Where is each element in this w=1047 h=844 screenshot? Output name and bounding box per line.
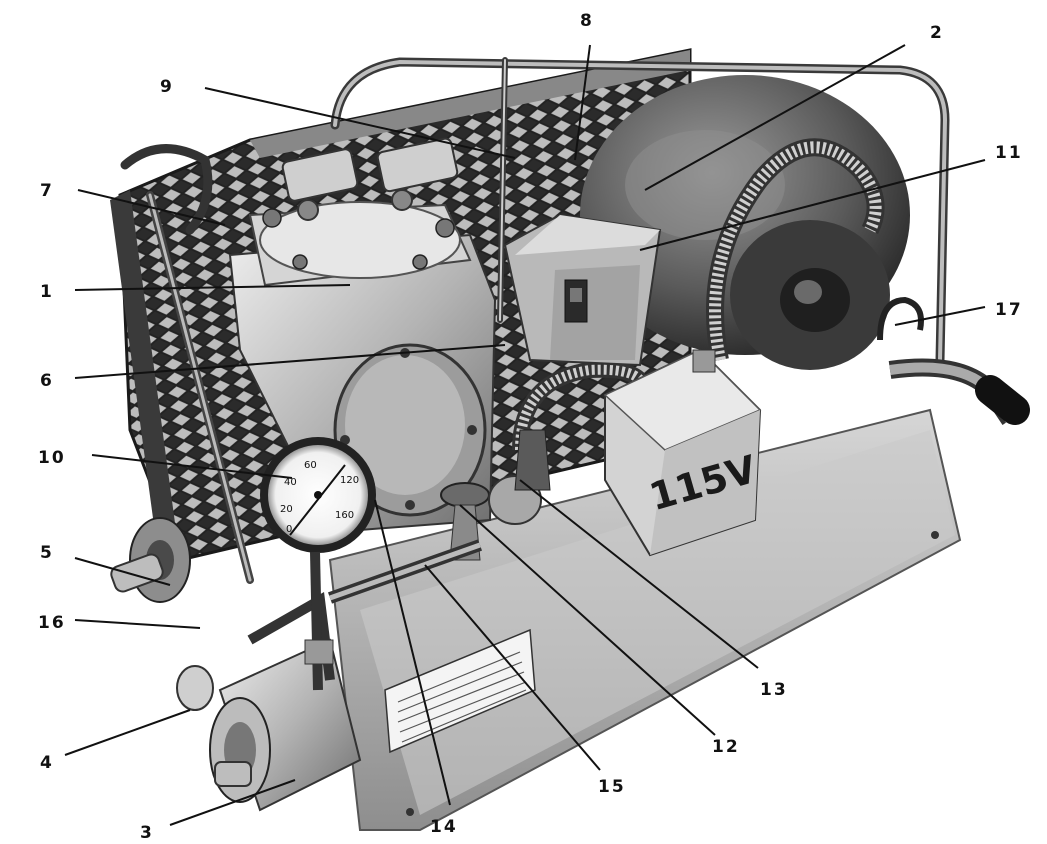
leader-14 (374, 499, 451, 806)
callout-4: 4 (40, 753, 54, 773)
leader-3 (169, 779, 296, 826)
leader-2 (644, 44, 906, 191)
gauge-tick-160: 160 (335, 510, 354, 521)
pressure-gauge: 0 20 40 60 120 160 (260, 437, 376, 691)
callout-6: 6 (40, 371, 54, 391)
callout-12: 12 (712, 737, 740, 757)
leader-16 (74, 619, 201, 629)
callout-16: 16 (38, 613, 66, 633)
callout-13: 13 (760, 680, 788, 700)
leader-13 (519, 479, 759, 669)
flywheel (110, 517, 191, 603)
receiver-tank (176, 591, 362, 812)
callout-2: 2 (930, 23, 944, 43)
tubing-frame (120, 57, 950, 584)
leader-lines (64, 44, 986, 826)
callout-3: 3 (140, 823, 154, 843)
gauge-tick-20: 20 (280, 504, 293, 515)
leader-8 (574, 44, 591, 161)
callout-15: 15 (598, 777, 626, 797)
leader-12 (459, 504, 716, 736)
callout-1: 1 (40, 282, 54, 302)
leader-5 (74, 557, 171, 586)
leader-11 (639, 159, 986, 251)
pressure-control-box (503, 213, 662, 367)
callout-17: 17 (995, 300, 1023, 320)
callout-8: 8 (580, 11, 594, 31)
gauge-tick-60: 60 (304, 460, 317, 471)
callout-7: 7 (40, 181, 54, 201)
leader-15 (424, 564, 601, 771)
leader-17 (894, 306, 986, 326)
warning-label (384, 628, 536, 754)
callout-9: 9 (160, 77, 174, 97)
base-plate (328, 408, 962, 831)
leader-6 (74, 344, 506, 379)
leader-7 (77, 189, 226, 226)
liquid-line-piping (877, 296, 1030, 425)
leader-4 (64, 709, 191, 756)
leader-10 (91, 454, 293, 479)
gauge-tick-0: 0 (286, 524, 292, 535)
junction-box: 115V (603, 348, 762, 557)
leader-1 (74, 284, 351, 291)
callout-10: 10 (38, 448, 66, 468)
callout-5: 5 (40, 543, 54, 563)
callout-14: 14 (430, 817, 458, 837)
callout-11: 11 (995, 143, 1023, 163)
callout-numbers: 1 2 3 4 5 6 7 8 9 10 11 12 13 14 15 16 1… (38, 11, 1023, 843)
gauge-tick-40: 40 (284, 477, 297, 488)
leader-9 (204, 87, 516, 159)
gauge-tick-120: 120 (340, 475, 359, 486)
service-valves (328, 429, 551, 604)
